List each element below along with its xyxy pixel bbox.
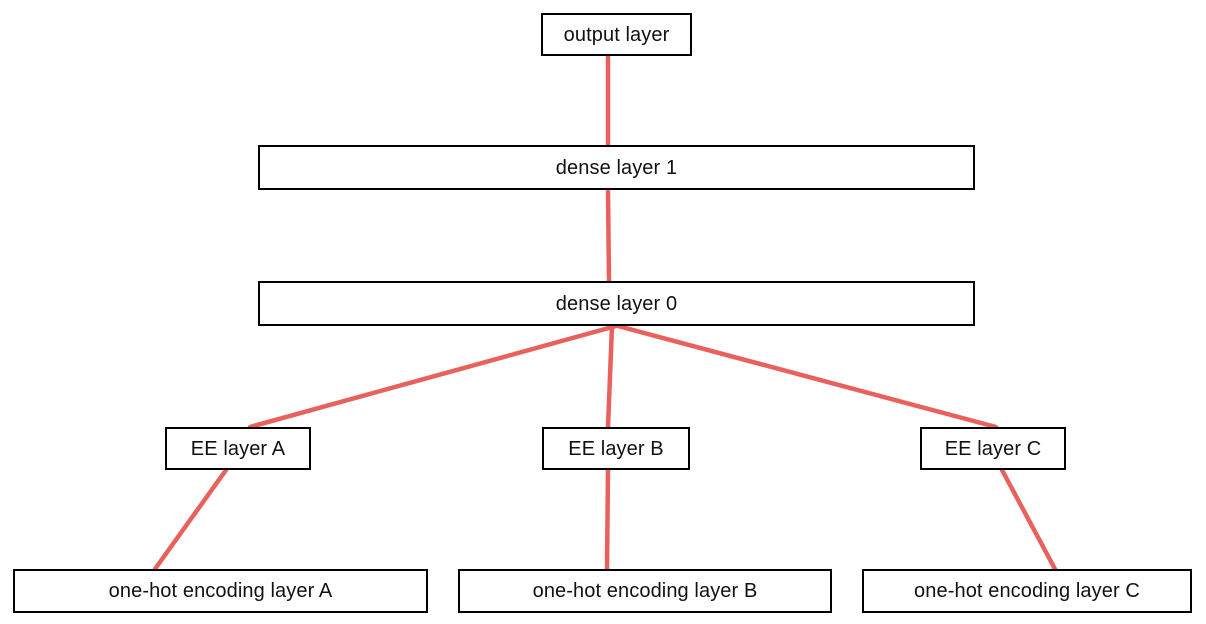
node-onehot-layer-c-label: one-hot encoding layer C [914,580,1140,602]
edge-onehot_layer_a-to-ee_layer_a [152,467,229,572]
node-onehot-layer-a-label: one-hot encoding layer A [108,580,333,602]
node-ee-layer-c-label: EE layer C [944,437,1042,460]
edge-ee_layer_c-to-dense_layer_0 [615,323,999,430]
edge-dense_layer_0-to-dense_layer_1 [605,189,612,284]
edge-ee_layer_a-to-dense_layer_0 [247,323,619,430]
node-onehot-layer-b-label: one-hot encoding layer B [532,580,758,602]
node-onehot-layer-c[interactable]: one-hot encoding layer C [862,569,1192,613]
node-onehot-layer-a[interactable]: one-hot encoding layer A [13,569,428,613]
node-dense-layer-0[interactable]: dense layer 0 [258,281,975,326]
edge-ee_layer_b-to-dense_layer_0 [605,323,615,430]
edge-onehot_layer_c-to-ee_layer_c [999,467,1058,572]
node-dense-layer-1[interactable]: dense layer 1 [258,145,975,190]
edge-onehot_layer_b-to-ee_layer_b [604,467,611,572]
node-ee-layer-b[interactable]: EE layer B [542,427,690,470]
node-ee-layer-b-label: EE layer B [568,437,664,460]
node-ee-layer-a[interactable]: EE layer A [165,427,311,470]
node-dense-layer-1-label: dense layer 1 [555,156,678,179]
node-output-layer[interactable]: output layer [541,13,692,56]
node-ee-layer-a-label: EE layer A [190,437,286,460]
node-ee-layer-c[interactable]: EE layer C [920,427,1066,470]
node-output-layer-label: output layer [563,23,670,46]
node-dense-layer-0-label: dense layer 0 [555,292,678,315]
node-onehot-layer-b[interactable]: one-hot encoding layer B [458,569,832,613]
